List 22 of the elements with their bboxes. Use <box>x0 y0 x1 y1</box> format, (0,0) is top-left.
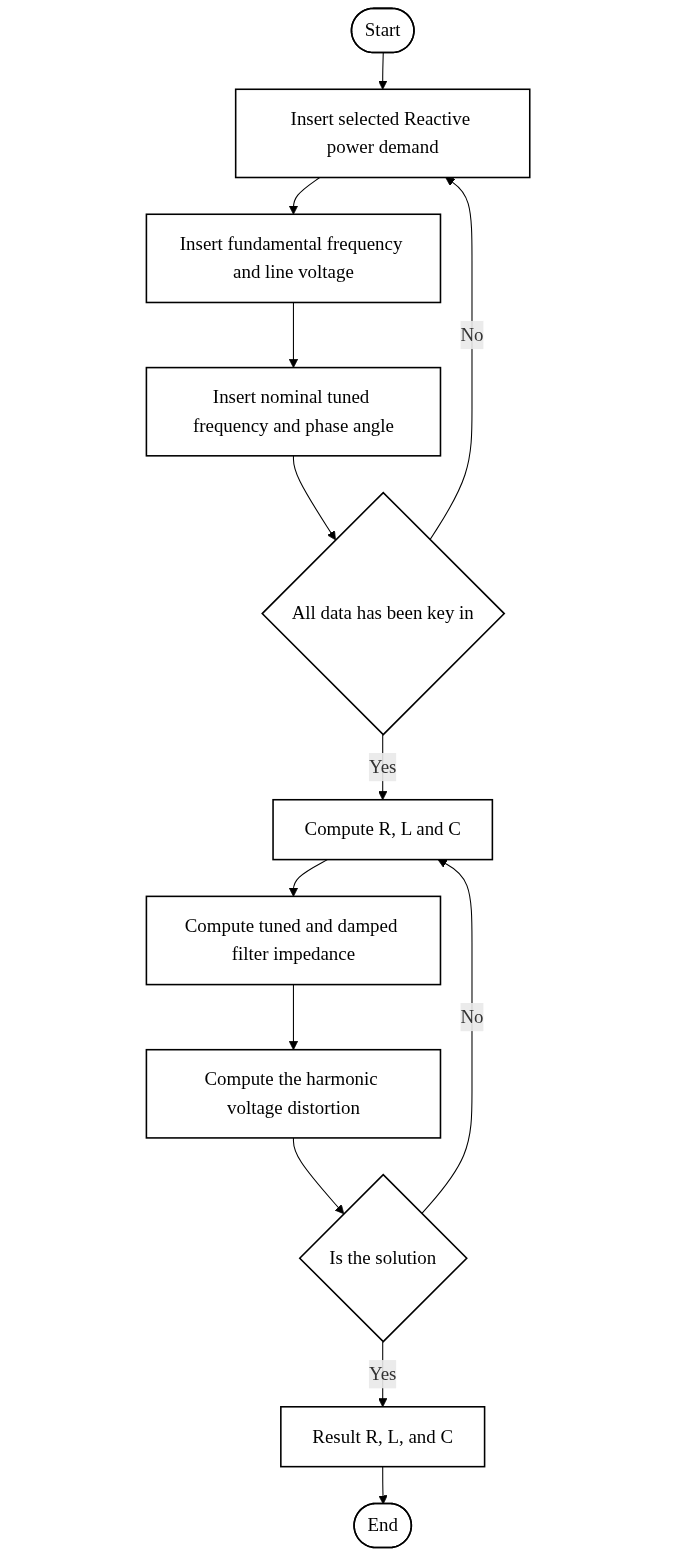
arrow <box>289 984 299 1051</box>
arrow <box>378 1466 389 1505</box>
edge-label: No <box>460 1006 484 1028</box>
arrow <box>289 859 329 897</box>
node-box: Compute tuned and damped filter impedance <box>146 895 442 986</box>
edge-label: No <box>460 324 484 346</box>
arrow <box>289 301 299 368</box>
node-box: Insert fundamental frequency and line voltage <box>146 213 442 304</box>
node-box: Compute the harmonic voltage distortion <box>146 1048 442 1139</box>
node-diamond: All data has been key in <box>261 491 506 736</box>
edge-label: Yes <box>369 756 397 778</box>
arrow <box>293 455 337 541</box>
arrow <box>289 176 321 215</box>
arrow <box>293 1137 345 1215</box>
edge-label: Yes <box>369 1363 397 1385</box>
node-box: Insert nominal tuned frequency and phase angle <box>146 366 442 457</box>
node-diamond: Is the solution <box>299 1173 469 1343</box>
node-box: Insert selected Reactive power demand <box>235 88 531 179</box>
node-box: Result R, L, and C <box>280 1406 486 1468</box>
arrow <box>421 859 473 1215</box>
node-box: Compute R, L and C <box>272 798 494 861</box>
arrow <box>378 52 388 90</box>
